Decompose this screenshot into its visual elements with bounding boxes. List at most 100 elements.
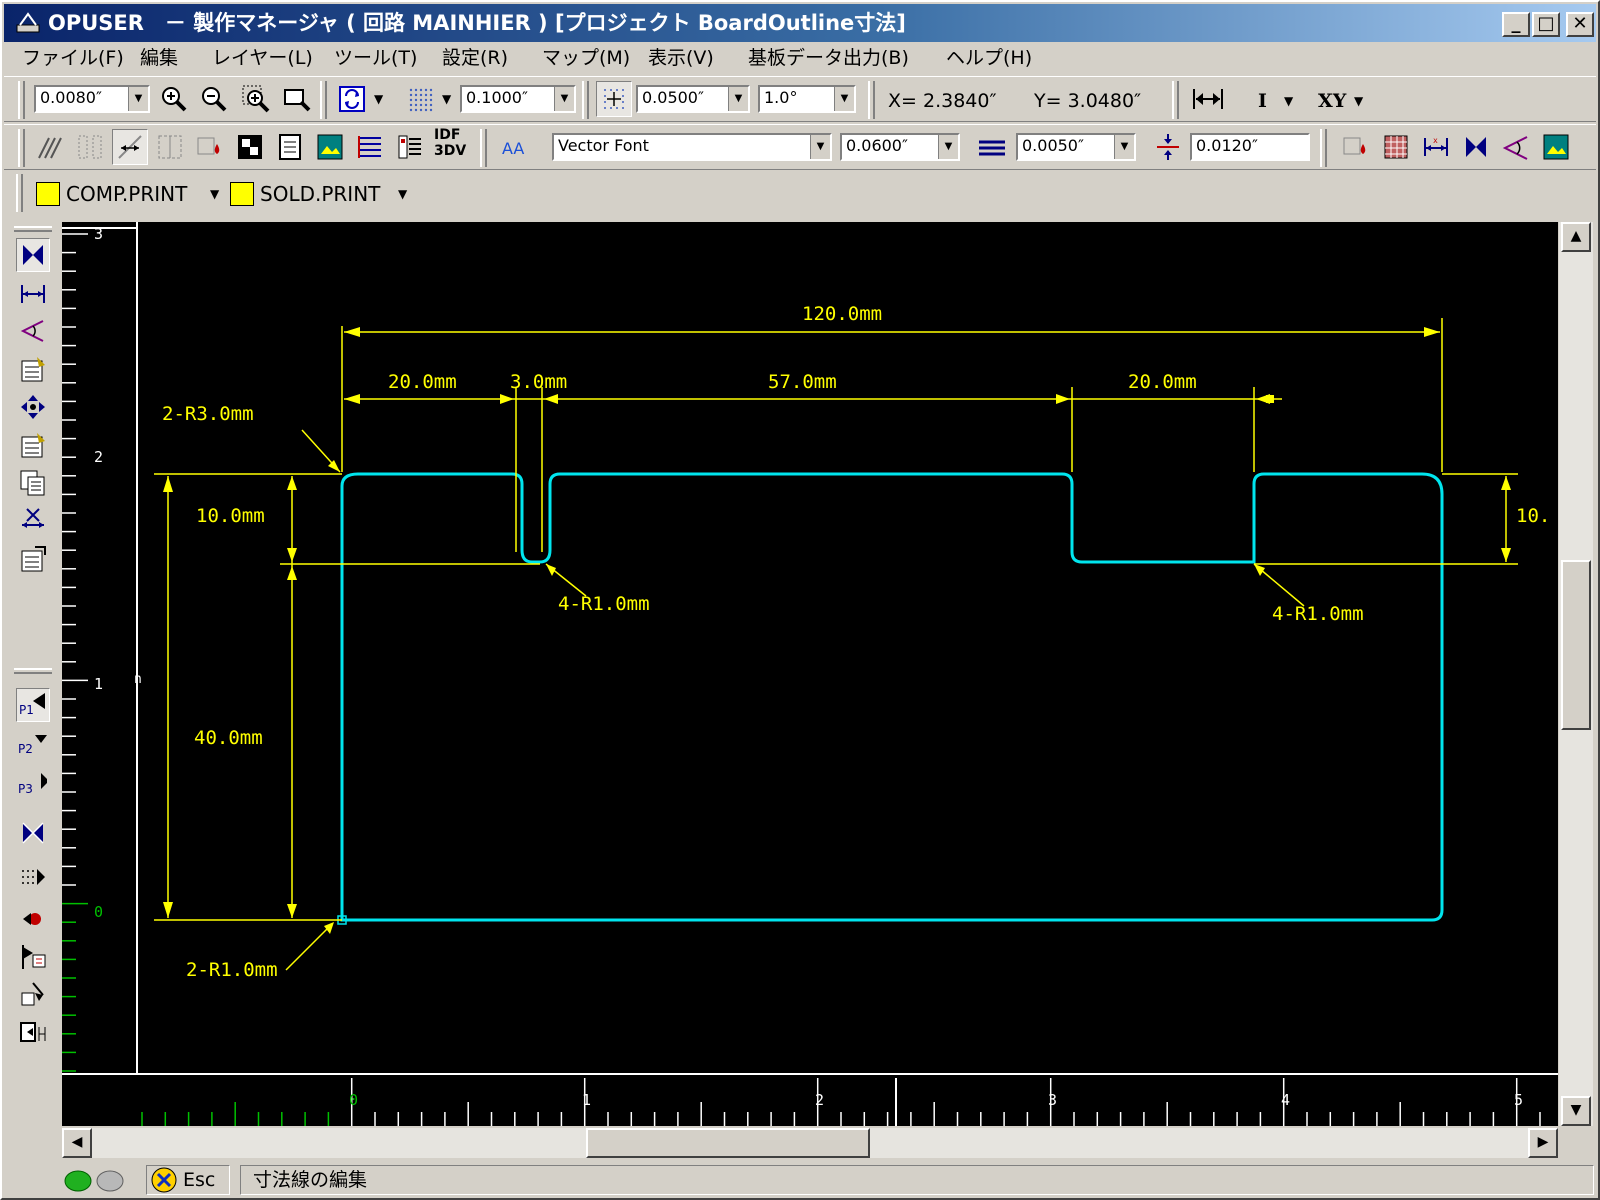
- snap-toggle-button[interactable]: [596, 81, 632, 117]
- vertical-scrollbar[interactable]: ▲ ▼: [1559, 222, 1593, 1126]
- menu-file[interactable]: ファイル(F): [22, 47, 124, 69]
- maximize-button[interactable]: □: [1532, 12, 1560, 37]
- chevron-down-icon[interactable]: ▼: [834, 87, 854, 111]
- insert-tool[interactable]: [16, 1016, 50, 1050]
- center-mark-button[interactable]: [1458, 129, 1494, 165]
- close-button[interactable]: ✕: [1566, 12, 1594, 37]
- menu-board-output[interactable]: 基板データ出力(B): [748, 47, 909, 69]
- cancel-center-tool[interactable]: [16, 816, 50, 850]
- record-tool[interactable]: [16, 902, 50, 936]
- board-outline[interactable]: [340, 472, 1444, 922]
- scroll-right-button[interactable]: ▶: [1528, 1128, 1558, 1158]
- menu-layer[interactable]: レイヤー(L): [212, 47, 313, 69]
- scroll-down-button[interactable]: ▼: [1561, 1096, 1591, 1126]
- toolbar-grip[interactable]: [18, 129, 25, 167]
- chevron-down-icon[interactable]: ▼: [938, 135, 958, 159]
- vertical-scroll-thumb[interactable]: [1561, 560, 1591, 730]
- menu-map[interactable]: マップ(M): [542, 47, 631, 69]
- center-mark-tool[interactable]: [16, 238, 50, 272]
- toolbar-grip[interactable]: [18, 81, 25, 119]
- line-thickness-combo[interactable]: 0.0050″▼: [1016, 133, 1136, 161]
- dim-seg2-label[interactable]: 3.0mm: [510, 371, 567, 393]
- layer-color-swatch[interactable]: [36, 182, 60, 206]
- idf-export-button[interactable]: IDF: [434, 127, 461, 143]
- toolbar-grip[interactable]: [16, 174, 23, 212]
- array-button[interactable]: [72, 129, 108, 165]
- pointer-tool[interactable]: [16, 978, 50, 1012]
- chevron-down-icon[interactable]: ▼: [728, 87, 748, 111]
- properties-tool[interactable]: [16, 542, 50, 576]
- point-p1-tool[interactable]: P1: [16, 688, 50, 722]
- note-tool[interactable]: [16, 352, 50, 386]
- grid-array-button[interactable]: [152, 129, 188, 165]
- zoom-window-button[interactable]: [278, 81, 314, 117]
- board-button[interactable]: [232, 129, 268, 165]
- chevron-down-icon[interactable]: ▼: [398, 187, 408, 201]
- toolbar-grip[interactable]: [14, 226, 52, 232]
- refresh-button[interactable]: [334, 81, 370, 117]
- layer-color-swatch[interactable]: [230, 182, 254, 206]
- dim-left-upper-label[interactable]: 10.0mm: [196, 505, 265, 527]
- hatch-button[interactable]: [32, 129, 68, 165]
- minimize-button[interactable]: _: [1502, 12, 1530, 37]
- scroll-left-button[interactable]: ◀: [62, 1128, 92, 1158]
- spacing-button[interactable]: [1150, 129, 1186, 165]
- horizontal-scrollbar[interactable]: ◀ ▶: [62, 1128, 1558, 1158]
- linear-dim-tool[interactable]: [16, 276, 50, 310]
- dimension-tool-button[interactable]: [112, 129, 148, 165]
- chevron-down-icon[interactable]: ▼: [442, 92, 452, 106]
- dim-right-upper-label[interactable]: 10.: [1516, 505, 1550, 527]
- chevron-down-icon[interactable]: ▼: [374, 92, 384, 106]
- menu-view[interactable]: 表示(V): [648, 47, 714, 69]
- edit-text-tool[interactable]: [16, 428, 50, 462]
- dim-seg4-label[interactable]: 20.0mm: [1128, 371, 1197, 393]
- horizontal-scroll-thumb[interactable]: [586, 1128, 870, 1158]
- line-width-combo[interactable]: 0.0080″▼: [34, 85, 150, 113]
- chevron-down-icon[interactable]: ▼: [810, 135, 830, 159]
- menu-help[interactable]: ヘルプ(H): [946, 47, 1033, 69]
- line-thickness-button[interactable]: [974, 129, 1010, 165]
- grid-select-tool[interactable]: [16, 862, 50, 896]
- chevron-down-icon[interactable]: ▼: [554, 87, 574, 111]
- linear-dimension-button[interactable]: x: [1418, 129, 1454, 165]
- layer-stack-button[interactable]: [352, 129, 388, 165]
- scroll-up-button[interactable]: ▲: [1561, 222, 1591, 252]
- spacing-input[interactable]: 0.0120″: [1190, 133, 1310, 161]
- chevron-down-icon[interactable]: ▼: [1354, 94, 1364, 108]
- snap-combo[interactable]: 0.0500″▼: [636, 85, 750, 113]
- dim-left-lower-label[interactable]: 40.0mm: [194, 727, 263, 749]
- zoom-in-button[interactable]: [156, 81, 192, 117]
- point-p2-tool[interactable]: P2: [16, 728, 50, 762]
- drawing-canvas[interactable]: 3 2 1 0 n 0 1 2 3 4 5: [62, 222, 1558, 1126]
- image-button-2[interactable]: [1538, 129, 1574, 165]
- zoom-fit-button[interactable]: [238, 81, 274, 117]
- fill-button[interactable]: [192, 129, 228, 165]
- document-button[interactable]: [272, 129, 308, 165]
- angle-combo[interactable]: 1.0°▼: [758, 85, 856, 113]
- layer-sold-print[interactable]: SOLD.PRINT: [260, 182, 381, 206]
- delete-dim-tool[interactable]: [16, 504, 50, 538]
- chevron-down-icon[interactable]: ▼: [210, 187, 220, 201]
- menu-tool[interactable]: ツール(T): [334, 47, 418, 69]
- angle-dim-tool[interactable]: [16, 314, 50, 348]
- parts-list-button[interactable]: [392, 129, 428, 165]
- flag-tool[interactable]: [16, 940, 50, 974]
- drawing-svg[interactable]: 3 2 1 0 n 0 1 2 3 4 5: [62, 222, 1558, 1126]
- pattern-fill-button[interactable]: [1378, 129, 1414, 165]
- grid-display-button[interactable]: [402, 81, 438, 117]
- toolbar-grip[interactable]: [14, 668, 52, 674]
- point-p3-tool[interactable]: P3: [16, 768, 50, 802]
- dim-radius-bottom-label[interactable]: 2-R1.0mm: [186, 959, 278, 981]
- layer-comp-print[interactable]: COMP.PRINT: [66, 182, 188, 206]
- dim-seg1-label[interactable]: 20.0mm: [388, 371, 457, 393]
- coord-mode-label[interactable]: XY: [1318, 90, 1347, 112]
- menu-settings[interactable]: 設定(R): [442, 47, 509, 69]
- image-button[interactable]: [312, 129, 348, 165]
- escape-button[interactable]: Esc: [146, 1165, 230, 1195]
- font-combo[interactable]: Vector Font▼: [552, 133, 832, 161]
- zoom-out-button[interactable]: [196, 81, 232, 117]
- dim-notch-right-label[interactable]: 4-R1.0mm: [1272, 603, 1364, 625]
- dim-radius-top-label[interactable]: 2-R3.0mm: [162, 403, 254, 425]
- drc-button[interactable]: [1338, 129, 1374, 165]
- chevron-down-icon[interactable]: ▼: [128, 87, 148, 111]
